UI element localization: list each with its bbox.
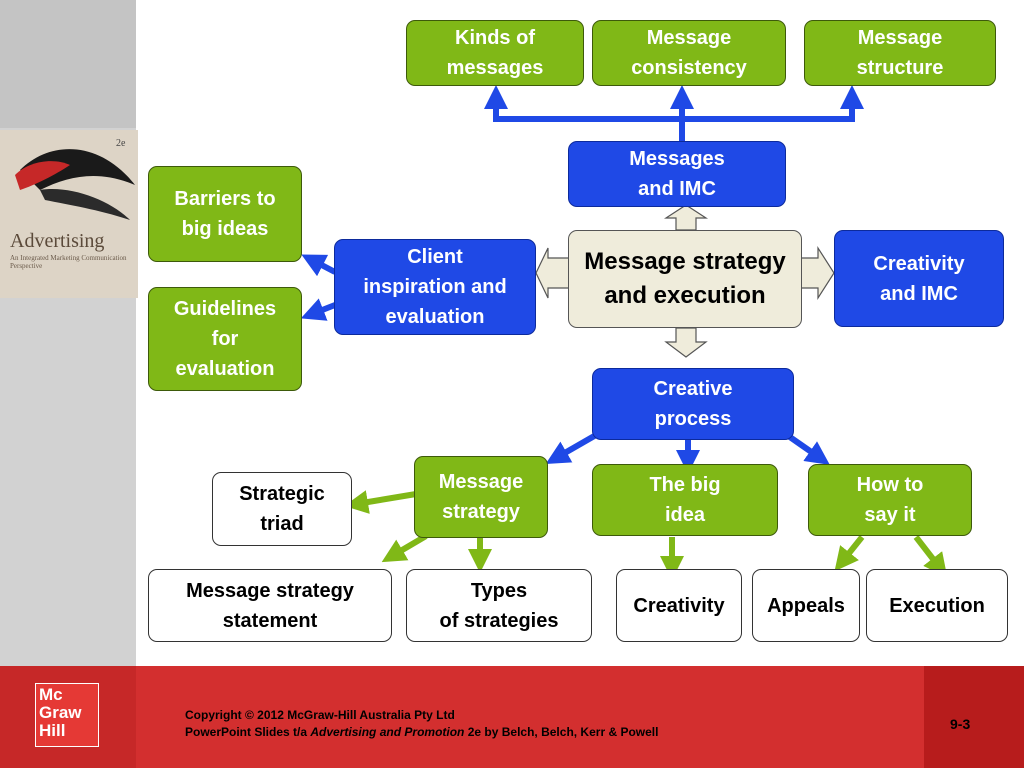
creative-process-arrows: [545, 432, 830, 474]
mcgraw-hill-logo: Mc Graw Hill: [35, 683, 99, 747]
footer-bar: [0, 666, 1024, 768]
node-label: Messages and IMC: [629, 148, 725, 200]
node-kinds-of-messages: Kinds of messages: [406, 20, 584, 86]
node-label: Creative process: [653, 378, 733, 430]
node-barriers-to-big-ideas: Barriers to big ideas: [148, 166, 302, 262]
node-message-structure: Message structure: [804, 20, 996, 86]
node-label: Barriers to big ideas: [174, 188, 276, 240]
cover-edition: 2e: [116, 138, 126, 149]
node-how-to-say-it: How to say it: [808, 464, 972, 536]
credit-prefix: PowerPoint Slides t/a: [185, 725, 311, 739]
green-arrows: [344, 490, 948, 580]
node-label: Message consistency: [631, 27, 747, 79]
top-bracket-arrows: [484, 85, 864, 143]
node-label: Message strategy: [438, 471, 524, 523]
node-label: Execution: [889, 594, 985, 617]
cover-subtitle: An Integrated Marketing Communication Pe…: [10, 254, 127, 270]
node-label: Message structure: [856, 27, 944, 79]
center-label: Message strategy and execution: [584, 248, 786, 309]
node-message-strategy-statement: Message strategy statement: [148, 569, 392, 642]
node-message-strategy: Message strategy: [414, 456, 548, 538]
node-client-inspiration: Client inspiration and evaluation: [334, 239, 536, 335]
node-message-consistency: Message consistency: [592, 20, 786, 86]
node-messages-and-imc: Messages and IMC: [568, 141, 786, 207]
node-label: How to say it: [856, 474, 924, 526]
book-cover-image: 2e Advertising An Integrated Marketing C…: [0, 130, 138, 298]
node-label: Client inspiration and evaluation: [363, 246, 507, 328]
node-appeals: Appeals: [752, 569, 860, 642]
node-execution: Execution: [866, 569, 1008, 642]
cover-bird-illustration: [15, 149, 135, 220]
node-label: Message strategy statement: [186, 579, 354, 632]
sidebar-top-band: [0, 0, 136, 128]
logo-line: Mc: [39, 685, 63, 704]
node-label: The big idea: [649, 474, 721, 526]
node-creativity-and-imc: Creativity and IMC: [834, 230, 1004, 327]
center-block-arrows: [535, 204, 835, 358]
logo-line: Graw: [39, 703, 82, 722]
node-label: Strategic triad: [239, 483, 325, 535]
node-label: Types of strategies: [439, 579, 559, 632]
copyright-text: Copyright © 2012 McGraw-Hill Australia P…: [185, 707, 658, 741]
node-label: Appeals: [767, 594, 845, 617]
node-label: Guidelines for evaluation: [173, 298, 277, 380]
node-creativity: Creativity: [616, 569, 742, 642]
node-message-strategy-execution: Message strategy and execution: [568, 230, 802, 328]
credit-line: PowerPoint Slides t/a Advertising and Pr…: [185, 724, 658, 741]
node-the-big-idea: The big idea: [592, 464, 778, 536]
node-guidelines-for-evaluation: Guidelines for evaluation: [148, 287, 302, 391]
cover-title: Advertising: [10, 230, 105, 252]
node-types-of-strategies: Types of strategies: [406, 569, 592, 642]
node-creative-process: Creative process: [592, 368, 794, 440]
node-label: Kinds of messages: [446, 27, 544, 79]
footer-right-band: [924, 666, 1024, 768]
slide-number: 9-3: [950, 716, 971, 732]
credit-title: Advertising and Promotion: [310, 725, 465, 739]
client-arrows: [300, 254, 337, 321]
copyright-line: Copyright © 2012 McGraw-Hill Australia P…: [185, 708, 455, 722]
node-label: Creativity and IMC: [873, 252, 965, 305]
node-label: Creativity: [633, 594, 725, 617]
credit-suffix: 2e by Belch, Belch, Kerr & Powell: [464, 725, 659, 739]
logo-line: Hill: [39, 721, 66, 740]
node-strategic-triad: Strategic triad: [212, 472, 352, 546]
